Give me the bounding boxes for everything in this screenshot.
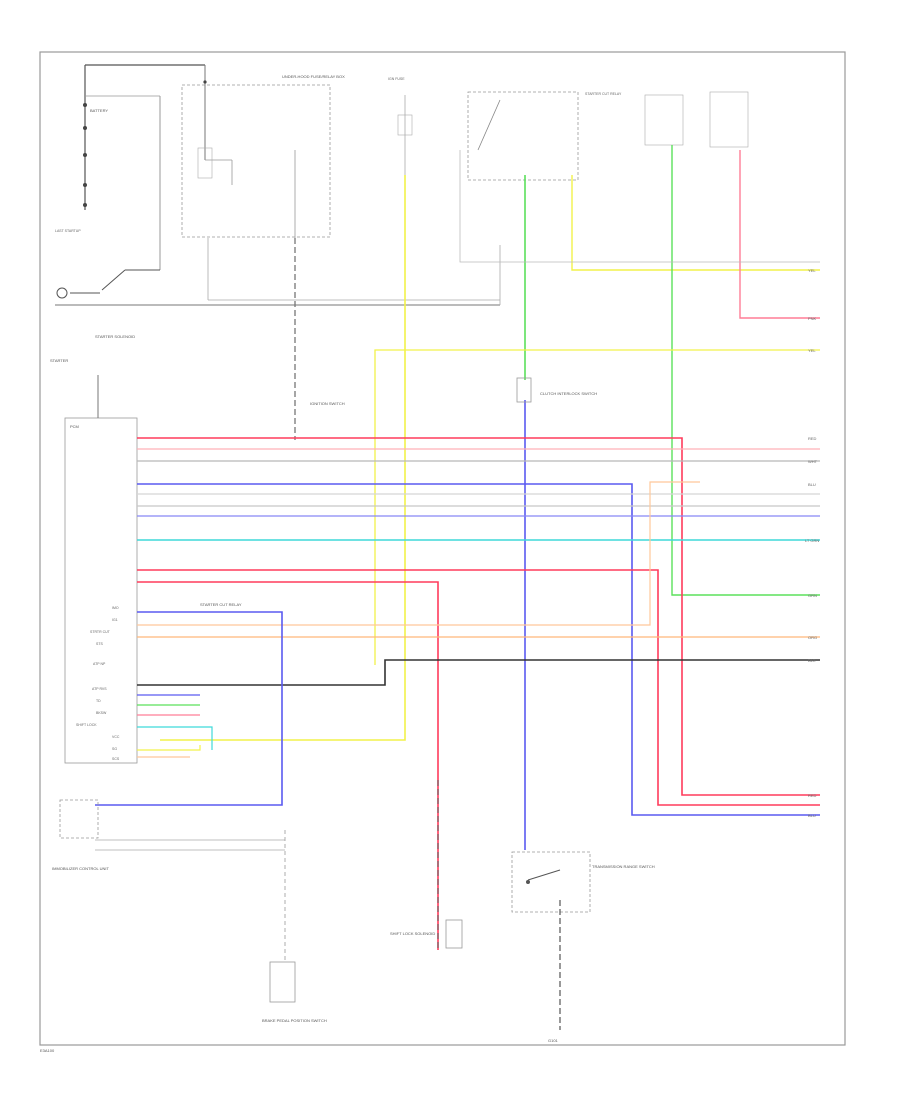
- pcm-pin-8: SHIFT LOCK: [76, 723, 97, 727]
- under-hood-fuse-box: UNDER-HOOD FUSE/RELAY BOX: [181, 65, 345, 300]
- wire-yellow-vertical: [160, 175, 406, 741]
- pcm-label: PCM: [70, 424, 79, 429]
- wire-orange-1: [137, 481, 700, 626]
- diagram-code: E3A100: [40, 1048, 55, 1053]
- brake-pedal-label: BRAKE PEDAL POSITION SWITCH: [262, 1018, 327, 1023]
- fuse-label-2: IGN FUSE: [388, 77, 405, 81]
- ignition-switch-label: IGNITION SWITCH: [310, 401, 345, 406]
- relay-label: STARTER CUT RELAY: [585, 92, 622, 96]
- code-blu-2: BLU: [808, 813, 816, 818]
- code-blu-1: BLU: [808, 482, 816, 487]
- pcm-pin-3: STS: [96, 642, 103, 646]
- battery-label: BATTERY: [90, 108, 108, 113]
- pcm-pin-6: TD: [96, 699, 101, 703]
- wire-stub-cyan: [137, 726, 213, 750]
- starter-solenoid-label: STARTER SOLENOID: [95, 334, 135, 339]
- pcm-pin-5: ATP RVS: [92, 687, 107, 691]
- code-ltgrn: LT GRN: [805, 538, 819, 543]
- immobilizer-unit: IMMOBILIZER CONTROL UNIT: [52, 799, 286, 960]
- code-wht-1: WHT: [808, 459, 818, 464]
- clutch-connector: CLUTCH INTERLOCK SWITCH: [516, 377, 597, 403]
- code-pnk-1: PNK: [808, 316, 817, 321]
- wire-gray-top: [459, 150, 820, 263]
- pcm-pin-4: ATP NP: [93, 662, 106, 666]
- diagram-frame: [39, 51, 846, 1046]
- wire-red-1: [137, 437, 820, 796]
- pcm-pin-9: VCC: [112, 735, 120, 739]
- wire-pink-right: [739, 150, 820, 319]
- wire-green-right: [671, 145, 820, 596]
- ground-label: G101: [548, 1038, 559, 1043]
- starter-label: STARTER: [50, 358, 68, 363]
- pcm-pin-10: SG: [112, 747, 117, 751]
- battery-group: BATTERY LAST STARTUP: [55, 64, 205, 270]
- pcm-box: PCM: [64, 375, 138, 764]
- starter-cut-relay-label: STARTER CUT RELAY: [200, 602, 242, 607]
- code-yel-1: YEL: [808, 268, 816, 273]
- code-yel-2: YEL: [808, 348, 816, 353]
- clutch-switch-label: CLUTCH INTERLOCK SWITCH: [540, 391, 597, 396]
- shift-lock-solenoid: SHIFT LOCK SOLENOID: [390, 780, 463, 950]
- top-fuses: IGN FUSE STARTER CUT RELAY: [388, 77, 749, 240]
- transmission-range-label: TRANSMISSION RANGE SWITCH: [592, 864, 655, 869]
- pcm-pin-labels: IMO IG1 STRTR CUT STS ATP NP ATP RVS TD …: [76, 606, 120, 761]
- wire-stub-yellow: [137, 745, 201, 751]
- transmission-range-switch: TRANSMISSION RANGE SWITCH G101: [511, 851, 655, 1043]
- pcm-pin-2: STRTR CUT: [90, 630, 111, 634]
- starter-group: STARTER SOLENOID STARTER: [50, 245, 501, 363]
- pcm-pin-11: SCS: [112, 757, 120, 761]
- wire-blue-imo: [95, 611, 283, 806]
- shift-lock-label: SHIFT LOCK SOLENOID: [390, 931, 435, 936]
- wire-red-2: [137, 569, 820, 806]
- battery-note: LAST STARTUP: [55, 229, 81, 233]
- pcm-pin-7: BKSW: [96, 711, 107, 715]
- under-hood-fuse-label: UNDER-HOOD FUSE/RELAY BOX: [282, 74, 345, 79]
- code-red-1: RED: [808, 436, 817, 441]
- pcm-pin-1: IG1: [112, 618, 118, 622]
- wire-black: [137, 659, 820, 686]
- pcm-pin-0: IMO: [112, 606, 119, 610]
- wire-codes-right: YEL PNK YEL RED WHT BLU LT GRN GRN ORG B…: [805, 268, 819, 818]
- code-blk: BLK: [808, 658, 816, 663]
- code-org: ORG: [808, 635, 817, 640]
- wire-yellow-top-right: [571, 175, 820, 271]
- immobilizer-label: IMMOBILIZER CONTROL UNIT: [52, 866, 110, 871]
- wire-blue-1: [137, 483, 820, 816]
- code-red-2: RED: [808, 793, 817, 798]
- brake-pedal-switch: BRAKE PEDAL POSITION SWITCH: [262, 961, 327, 1023]
- wire-yellow-mid: [374, 349, 820, 665]
- code-grn: GRN: [808, 593, 817, 598]
